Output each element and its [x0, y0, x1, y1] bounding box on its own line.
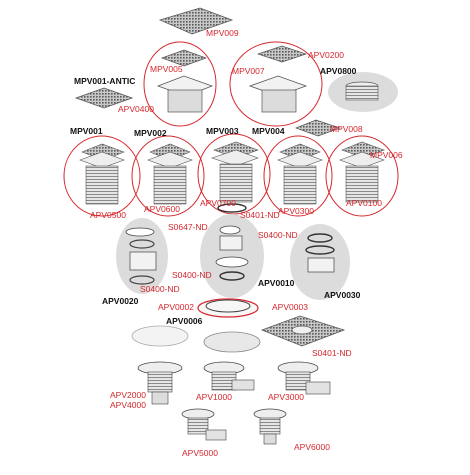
plate-apv0003	[260, 315, 346, 347]
group-mpv003	[197, 133, 271, 215]
label-apv0100: APV0100	[346, 198, 382, 208]
group-mpv001	[63, 135, 141, 217]
ring-apv0002	[197, 298, 259, 318]
group-mpv005	[143, 41, 217, 127]
label-apv0003: APV0003	[272, 302, 308, 312]
grate-mpv009	[158, 7, 234, 35]
group-apv0010	[200, 214, 264, 298]
label-mpv001: MPV001	[70, 126, 103, 136]
body-apv1000	[203, 361, 255, 391]
label-apv0002: APV0002	[158, 302, 194, 312]
label-apv0500: APV0500	[90, 210, 126, 220]
label-apv4000: APV4000	[110, 400, 146, 410]
group-apv0020	[116, 218, 168, 294]
label-apv3000: APV3000	[268, 392, 304, 402]
plate-apv0006	[131, 325, 261, 353]
label-s0647-nd: S0647-ND	[168, 222, 208, 232]
body-apv2000	[137, 361, 183, 405]
label-apv0700: APV0700	[200, 198, 236, 208]
label-apv0010: APV0010	[258, 278, 295, 288]
grate-mpv008	[295, 119, 342, 137]
label-apv0600: APV0600	[144, 204, 180, 214]
label-apv0020: APV0020	[102, 296, 139, 306]
label-mpv005: MPV005	[150, 64, 183, 74]
label-mpv002: MPV002	[134, 128, 167, 138]
group-apv0030	[290, 224, 350, 300]
label-s0401-nd-top: S0401-ND	[240, 210, 280, 220]
label-apv0400: APV0400	[118, 104, 154, 114]
group-apv0800	[328, 72, 398, 112]
label-apv0300: APV0300	[278, 206, 314, 216]
group-mpv007	[229, 41, 323, 127]
label-mpv006: MPV006	[370, 150, 403, 160]
label-apv1000: APV1000	[196, 392, 232, 402]
label-mpv003: MPV003	[206, 126, 239, 136]
label-apv0800: APV0800	[320, 66, 357, 76]
label-s0400-nd-right: S0400-ND	[258, 230, 298, 240]
grate-mpv001-antic	[74, 87, 134, 109]
ring-s0401-top	[217, 203, 247, 213]
group-mpv006	[325, 135, 399, 217]
label-s0400-nd-left: S0400-ND	[140, 284, 180, 294]
label-mpv009: MPV009	[206, 28, 239, 38]
label-apv6000: APV6000	[294, 442, 330, 452]
body-apv5000	[181, 408, 227, 441]
body-apv6000	[253, 408, 287, 445]
label-mpv004: MPV004	[252, 126, 285, 136]
label-s0400-nd-mid: S0400-ND	[172, 270, 212, 280]
label-mpv007: MPV007	[232, 66, 265, 76]
label-s0401-nd-bottom: S0401-ND	[312, 348, 352, 358]
label-apv0006: APV0006	[166, 316, 203, 326]
body-apv3000	[277, 361, 331, 395]
label-apv0200: APV0200	[308, 50, 344, 60]
label-apv2000: APV2000	[110, 390, 146, 400]
group-mpv004	[263, 135, 333, 217]
label-apv5000: APV5000	[182, 448, 218, 458]
label-mpv008: MPV008	[330, 124, 363, 134]
label-apv0030: APV0030	[324, 290, 361, 300]
group-mpv002	[131, 135, 205, 217]
label-mpv001-antic: MPV001-ANTIC	[74, 76, 135, 86]
